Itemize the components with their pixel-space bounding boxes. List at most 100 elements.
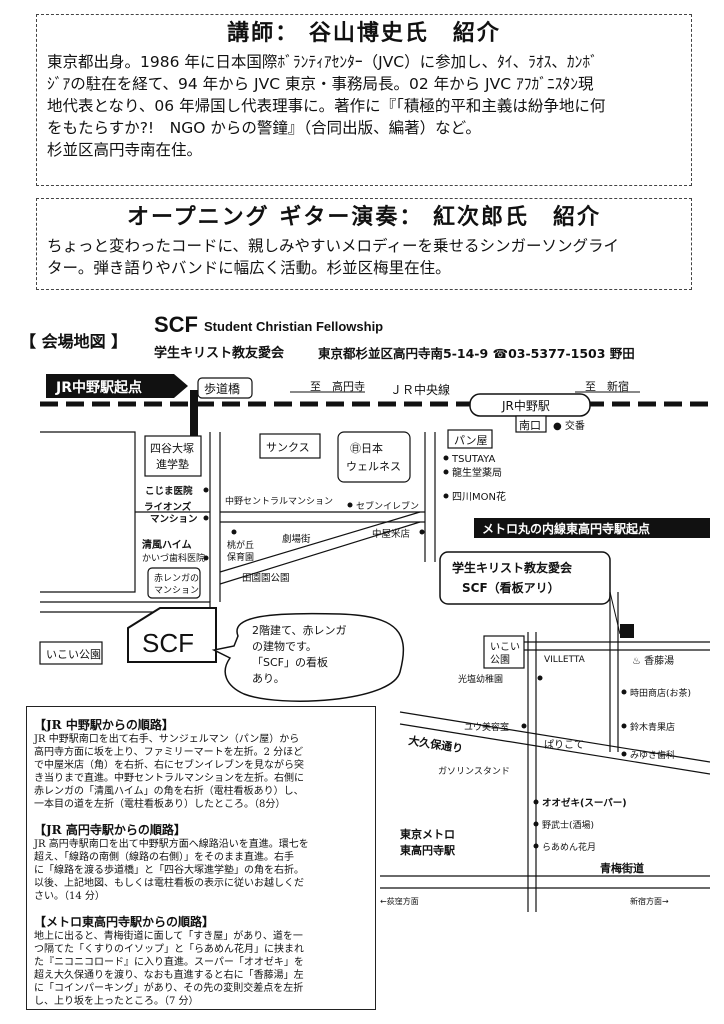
- metro-start-text: メトロ丸の内線東高円寺駅起点: [482, 521, 650, 536]
- ome: 青梅街道: [600, 861, 644, 875]
- minamiguchi: 南口: [515, 415, 547, 433]
- dir-metro-title: 【メトロ東高円寺駅からの順路】: [34, 915, 215, 929]
- akarenga-line: マンション: [154, 586, 199, 596]
- ramen: らあめん花月: [542, 841, 596, 853]
- to-shinjuku-2: 新宿方面→: [630, 896, 669, 906]
- jr-chuo: ＪＲ中央線: [390, 382, 450, 397]
- yotsuya-juku: 四谷大塚 進学塾: [144, 435, 202, 477]
- nihon-wellness: ㊐日本 ウェルネス: [337, 431, 411, 483]
- jr-nakano-start-label: JR中野駅起点: [46, 374, 188, 398]
- guitar-section: オープニング ギター演奏： 紅次郎氏 紹介 ちょっと変わったコードに、親しみやす…: [36, 198, 692, 290]
- metro-station-line: 東京メトロ: [400, 827, 455, 841]
- to-ogikubo: ←荻窪方面: [380, 896, 419, 906]
- jr-nakano-text: JR中野駅: [501, 398, 550, 413]
- dir-line: で中屋米店（角）を右折、右にセブンイレブンを見ながら突: [34, 760, 304, 771]
- scf-japanese-name: 学生キリスト教友愛会: [154, 346, 285, 361]
- suzuki: 鈴木青果店: [630, 721, 675, 733]
- scf-address: 東京都杉並区高円寺南5-14-9 ☎03-5377-1503 野田: [318, 346, 635, 361]
- gasoline: ガソリンスタンド: [438, 766, 510, 777]
- scf-building: SCF: [127, 607, 217, 663]
- dir-line: JR 中野駅南口を出て右手、サンジェルマン（パン屋）から: [34, 734, 300, 745]
- akarenga-mansion: 赤レンガの マンション: [147, 567, 201, 599]
- dir-line: 赤レンガの「清風ハイム」の角を右折（電柱看板あり）し、: [34, 786, 304, 797]
- nakaya: 中屋米店: [372, 528, 410, 540]
- dir-line: 以後、上記地図、もしくは電柱看板の表示に従いお越しくだ: [34, 878, 304, 889]
- nakano-central: 中野セントラルマンション: [225, 495, 333, 507]
- tsutaya: TSUTAYA: [451, 454, 496, 465]
- miyuki: みゆき歯科: [630, 749, 675, 761]
- seven: セブンイレブン: [356, 500, 419, 512]
- bubble-line: 「SCF」の看板: [252, 655, 328, 669]
- yuu: ユウ美容室: [464, 721, 509, 733]
- kojima: こじま医院: [145, 485, 193, 497]
- map-label: 【 会場地図 】: [20, 332, 128, 351]
- dir-line: JR 高円寺駅南口を出て中野駅方面へ線路沿いを直進。環七を: [34, 839, 309, 850]
- ikoi-text: いこい公園: [46, 648, 101, 661]
- kokoyochien: 光塩幼稚園: [458, 673, 503, 685]
- dir-line: さい。（14 分）: [34, 891, 105, 902]
- dir-line: 超え大久保通りを渡り、なおも直進すると右に「香藤湯」左: [34, 970, 304, 981]
- start-jr-text: JR中野駅起点: [55, 379, 142, 396]
- wellness-line: ㊐日本: [350, 441, 383, 455]
- koban: ● 交番: [553, 419, 585, 432]
- nakano-map: JR中野駅起点 歩道橋 至 高円寺 ＪＲ中央線 至 新宿 JR中野駅 四谷大塚 …: [39, 374, 710, 702]
- dir-line: 高円寺方面に坂を上り、ファミリーマートを左折。2 分ほど: [34, 747, 304, 758]
- dir-line: 地上に出ると、青梅街道に面して「すき屋」があり、道を一: [34, 931, 303, 942]
- dir-line: に「コインパーキング」があり、その先の変則交差点を左折: [34, 983, 304, 994]
- akarenga-line: 赤レンガの: [154, 573, 199, 584]
- ryuseido: 龍生堂薬局: [452, 466, 502, 479]
- bio-line: 杉並区高円寺南在住。: [47, 141, 203, 159]
- sunkus: サンクス: [259, 433, 321, 459]
- villetta: VILLETTA: [544, 655, 586, 665]
- yotsuya-line: 四谷大塚: [150, 441, 194, 455]
- scf-title-box: 学生キリスト教友愛会 SCF（看板アリ）: [439, 551, 611, 605]
- higashi-koenji-map: 学生キリスト教友愛会 SCF（看板アリ） いこい 公園 VILLETTA ♨ 香…: [380, 551, 710, 912]
- scf-callout: 2階建て、赤レンガ の建物です。 「SCF」の看板 あり。: [211, 612, 405, 702]
- to-koenji: 至 高円寺: [310, 379, 365, 393]
- okubo: 大久保通り: [408, 733, 465, 755]
- bio-line: ちょっと変わったコードに、親しみやすいメロディーを乗せるシンガーソングライ: [47, 237, 619, 255]
- map-header: 【 会場地図 】 SCF Student Christian Fellowshi…: [20, 312, 710, 372]
- hodokyo-label: 歩道橋: [197, 377, 253, 399]
- dir-line: に「線路を渡る歩道橋」と「四谷大塚進学塾」の角を右折。: [34, 865, 304, 876]
- to-shinjuku: 至 新宿: [585, 379, 629, 393]
- pariko: ぱりこて: [544, 739, 584, 751]
- dir-line: 超え、「線路の南側（線路の右側）」をそのまま直進。右手: [34, 852, 294, 863]
- dir-line: つ隔てた「くすりのイソップ」と「らあめん花月」に挟まれ: [34, 944, 304, 955]
- bubble-line: 2階建て、赤レンガ: [252, 623, 346, 637]
- bio-line: ター。弾き語りやバンドに幅広く活動。杉並区梅里在住。: [47, 259, 451, 277]
- dir-jr-koenji-title: 【JR 高円寺駅からの順路】: [34, 823, 186, 837]
- speaker-section: 講師： 谷山博史氏 紹介 東京都出身。1986 年に日本国際ﾎﾞﾗﾝﾃｨｱｾﾝﾀ…: [36, 14, 692, 186]
- sakura-line: 桃が丘: [227, 539, 254, 551]
- scf-building-text: SCF: [142, 628, 194, 658]
- dir-line: し、上り坂を上ったところ。（7 分）: [34, 996, 199, 1007]
- bio-line: 地代表となり、06 年帰国し代表理事に。著作に『「積極的平和主義は紛争地に何: [47, 97, 606, 115]
- metro-start-label: メトロ丸の内線東高円寺駅起点: [474, 518, 710, 538]
- lions-line: ライオンズ: [144, 501, 192, 513]
- overpass: [190, 390, 198, 462]
- bubble-line: あり。: [252, 672, 285, 685]
- scf-location-marker: [620, 624, 634, 638]
- jr-nakano-station: JR中野駅: [469, 393, 591, 417]
- bio-line: ｼﾞｱの駐在を経て、94 年から JVC 東京・事務局長。02 年から JVC …: [47, 75, 594, 93]
- dir-line: た『ニコニコロード』に入り直進。スーパー「オオゼキ」を: [34, 957, 304, 968]
- dir-jr-nakano-title: 【JR 中野駅からの順路】: [34, 718, 174, 732]
- wellness-line: ウェルネス: [346, 460, 401, 473]
- streets: [380, 592, 710, 912]
- dir-line: き当りまで直進。中野セントラルマンションを左折。右側に: [34, 773, 304, 784]
- ikoi2-line: 公園: [490, 654, 510, 666]
- sakura-line: 保育園: [227, 551, 254, 563]
- scf-title-line: 学生キリスト教友愛会: [452, 560, 573, 575]
- ikoi-park: いこい公園: [39, 641, 103, 665]
- okaze: オオゼキ(スーパー): [542, 797, 627, 809]
- tokita: 時田商店(お茶): [630, 687, 691, 699]
- ikoi-park-2: いこい 公園: [483, 635, 525, 669]
- guitar-bio: ちょっと変わったコードに、親しみやすいメロディーを乗せるシンガーソングライ ター…: [47, 235, 681, 279]
- bio-line: をもたらすか?! NGO からの警鐘』（合同出版、編著）など。: [47, 119, 481, 137]
- scf-english-name: Student Christian Fellowship: [204, 319, 384, 334]
- denen: 田園園公園: [242, 573, 290, 584]
- guitar-title: オープニング ギター演奏： 紅次郎氏 紹介: [127, 205, 601, 230]
- panya: パン屋: [447, 429, 493, 449]
- kiyoshi: 清風ハイム: [142, 538, 192, 551]
- minamiguchi-text: 南口: [519, 419, 541, 432]
